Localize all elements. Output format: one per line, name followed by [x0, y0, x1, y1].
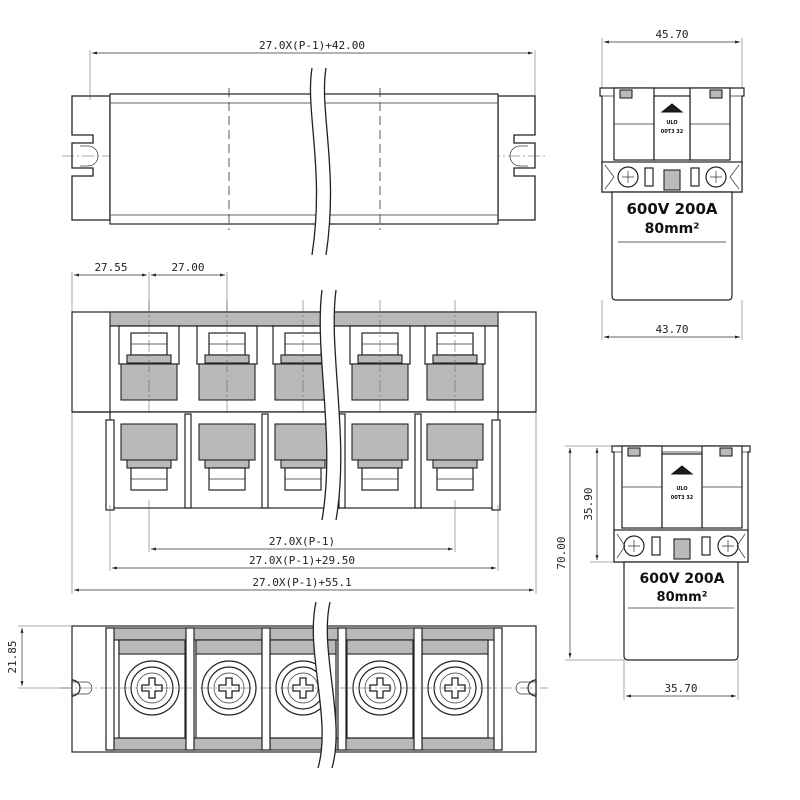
cert-code-text-lower: 00T3 32 [671, 495, 694, 501]
dimension-total-height: 70.00 [555, 536, 568, 569]
terminal-row-lower [120, 423, 484, 491]
phillips-cross-icon [218, 677, 240, 699]
rating-text-upper: 600V 200A [626, 200, 717, 218]
terminal-row-bottom [105, 627, 503, 751]
cert-mark-text: ULO [666, 120, 677, 126]
dimension-first-pitch: 27.55 [94, 261, 127, 274]
bottom-view: 21.85 [6, 601, 548, 769]
terminal-lower-clamp [274, 423, 332, 461]
right-leg [491, 419, 501, 511]
terminal-lower-clamp [351, 423, 409, 461]
dimension-top-width: 45.70 [655, 28, 688, 41]
bottom-barrier [413, 627, 423, 751]
side-view-lower: ULO 00T3 32 600V 200A 80mm² 35.90 70.00 … [555, 445, 751, 700]
side-view-upper: 45.70 ULO 00T3 32 600V 200A 80mm² 43.70 [599, 28, 745, 340]
dimension-span-total: 27.0X(P-1)+55.1 [252, 576, 351, 589]
phillips-cross-icon [369, 677, 391, 699]
dimension-lower-width: 35.70 [664, 682, 697, 695]
barrier [414, 413, 422, 509]
rating-text-lower: 600V 200A [640, 571, 725, 587]
break-line-right [323, 67, 332, 256]
dimension-pitch: 27.00 [171, 261, 204, 274]
bottom-barrier [185, 627, 195, 751]
wire-size-text-upper: 80mm² [645, 221, 700, 237]
dimension-mount-offset: 21.85 [6, 640, 19, 673]
barrier [184, 413, 192, 509]
dimension-overall-length: 27.0X(P-1)+42.00 [259, 39, 365, 52]
cert-code-text: 00T3 32 [661, 129, 684, 135]
dimension-span-outer: 27.0X(P-1)+29.50 [249, 554, 355, 567]
dimension-bottom-width: 43.70 [655, 323, 688, 336]
terminal-lower-clamp [426, 423, 484, 461]
left-end-bracket [71, 95, 111, 221]
front-view: 27.55 27.00 27.0X(P-1) 27.0X(P-1)+29.50 … [71, 261, 537, 594]
terminal-lower-clamp [198, 423, 256, 461]
right-end-bracket [497, 95, 536, 221]
top-view: 27.0X(P-1)+42.00 [62, 39, 546, 256]
phillips-cross-icon [292, 677, 314, 699]
dimension-span-pitch: 27.0X(P-1) [269, 535, 335, 548]
cert-logo-icon-lower [670, 465, 694, 475]
wire-size-text-lower: 80mm² [657, 590, 708, 605]
cert-mark-text-lower: ULO [676, 486, 687, 492]
cert-logo-icon [660, 103, 684, 113]
terminal-lower-clamp [120, 423, 178, 461]
upper-side-plate [611, 191, 733, 301]
barrier-row [184, 413, 422, 509]
top-body [109, 93, 499, 225]
dimension-upper-height: 35.90 [582, 487, 595, 520]
bottom-right-slot [527, 679, 537, 697]
barrier [261, 413, 269, 509]
lower-side-plate [623, 561, 739, 661]
bottom-barrier [261, 627, 271, 751]
bottom-barrier [337, 627, 347, 751]
break-line-left [309, 67, 318, 256]
left-leg [105, 419, 115, 511]
front-top-rail [109, 311, 499, 327]
phillips-cross-icon [444, 677, 466, 699]
phillips-cross-icon [141, 677, 163, 699]
